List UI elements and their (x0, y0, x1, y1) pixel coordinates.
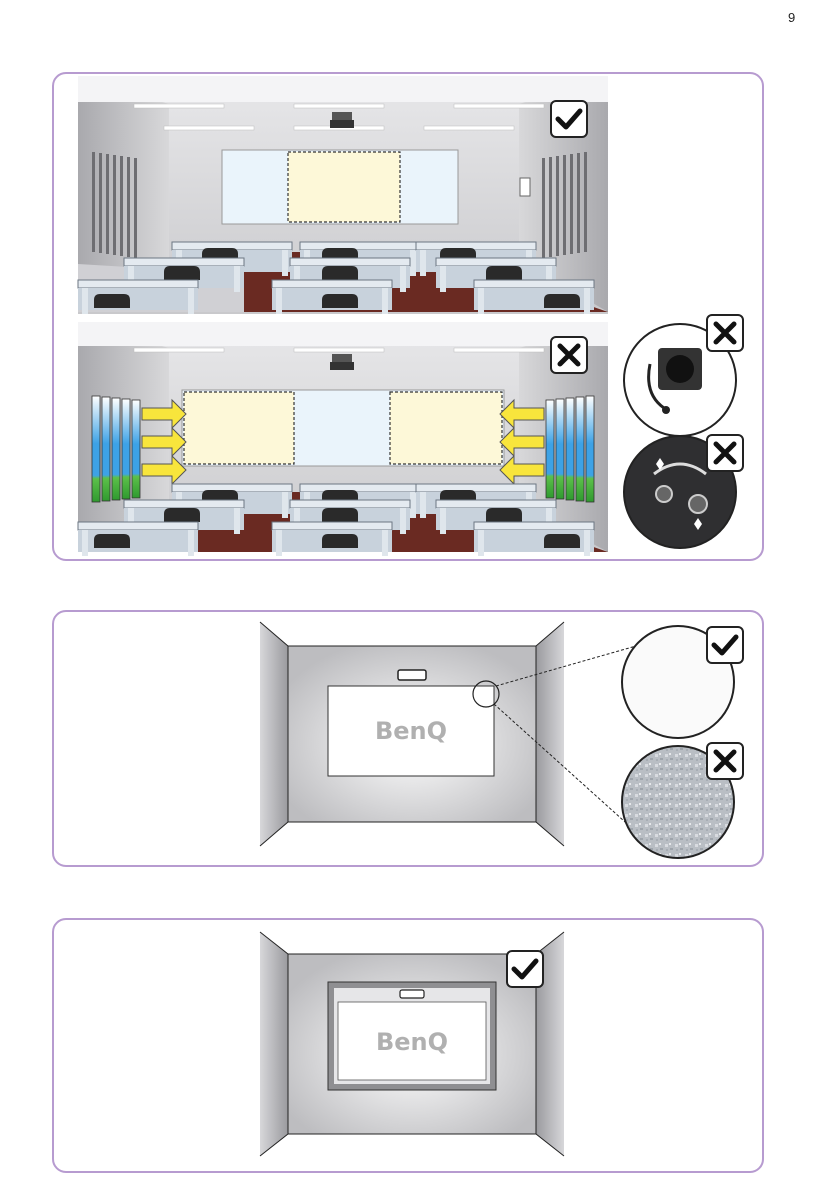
smooth-wall-check-icon (706, 626, 744, 664)
wall-surface-panel: BenQ (52, 610, 764, 867)
benq-logo: BenQ (375, 717, 447, 745)
benq-logo: BenQ (376, 1028, 448, 1056)
window-right (546, 396, 594, 502)
light-arrows-left (142, 400, 186, 484)
framed-screen-panel: BenQ (52, 918, 764, 1173)
reflective-cross-icon (706, 434, 744, 472)
classroom-illustration (54, 74, 764, 561)
speaker-cross-icon (706, 314, 744, 352)
classroom-lighting-panel (52, 72, 764, 561)
good-room-check-icon (550, 100, 588, 138)
projector-icon (400, 990, 424, 998)
classroom-good-scene (78, 76, 608, 314)
wall-surface-illustration: BenQ (54, 612, 764, 867)
projector-icon (398, 670, 426, 680)
window-left (92, 396, 140, 502)
page-number: 9 (788, 10, 818, 25)
bad-room-cross-icon (550, 336, 588, 374)
framed-screen-illustration: BenQ (54, 920, 764, 1173)
classroom-bad-scene (78, 322, 608, 556)
framed-wall-check-icon (506, 950, 544, 988)
textured-wall-cross-icon (706, 742, 744, 780)
light-arrows-right (500, 400, 544, 484)
